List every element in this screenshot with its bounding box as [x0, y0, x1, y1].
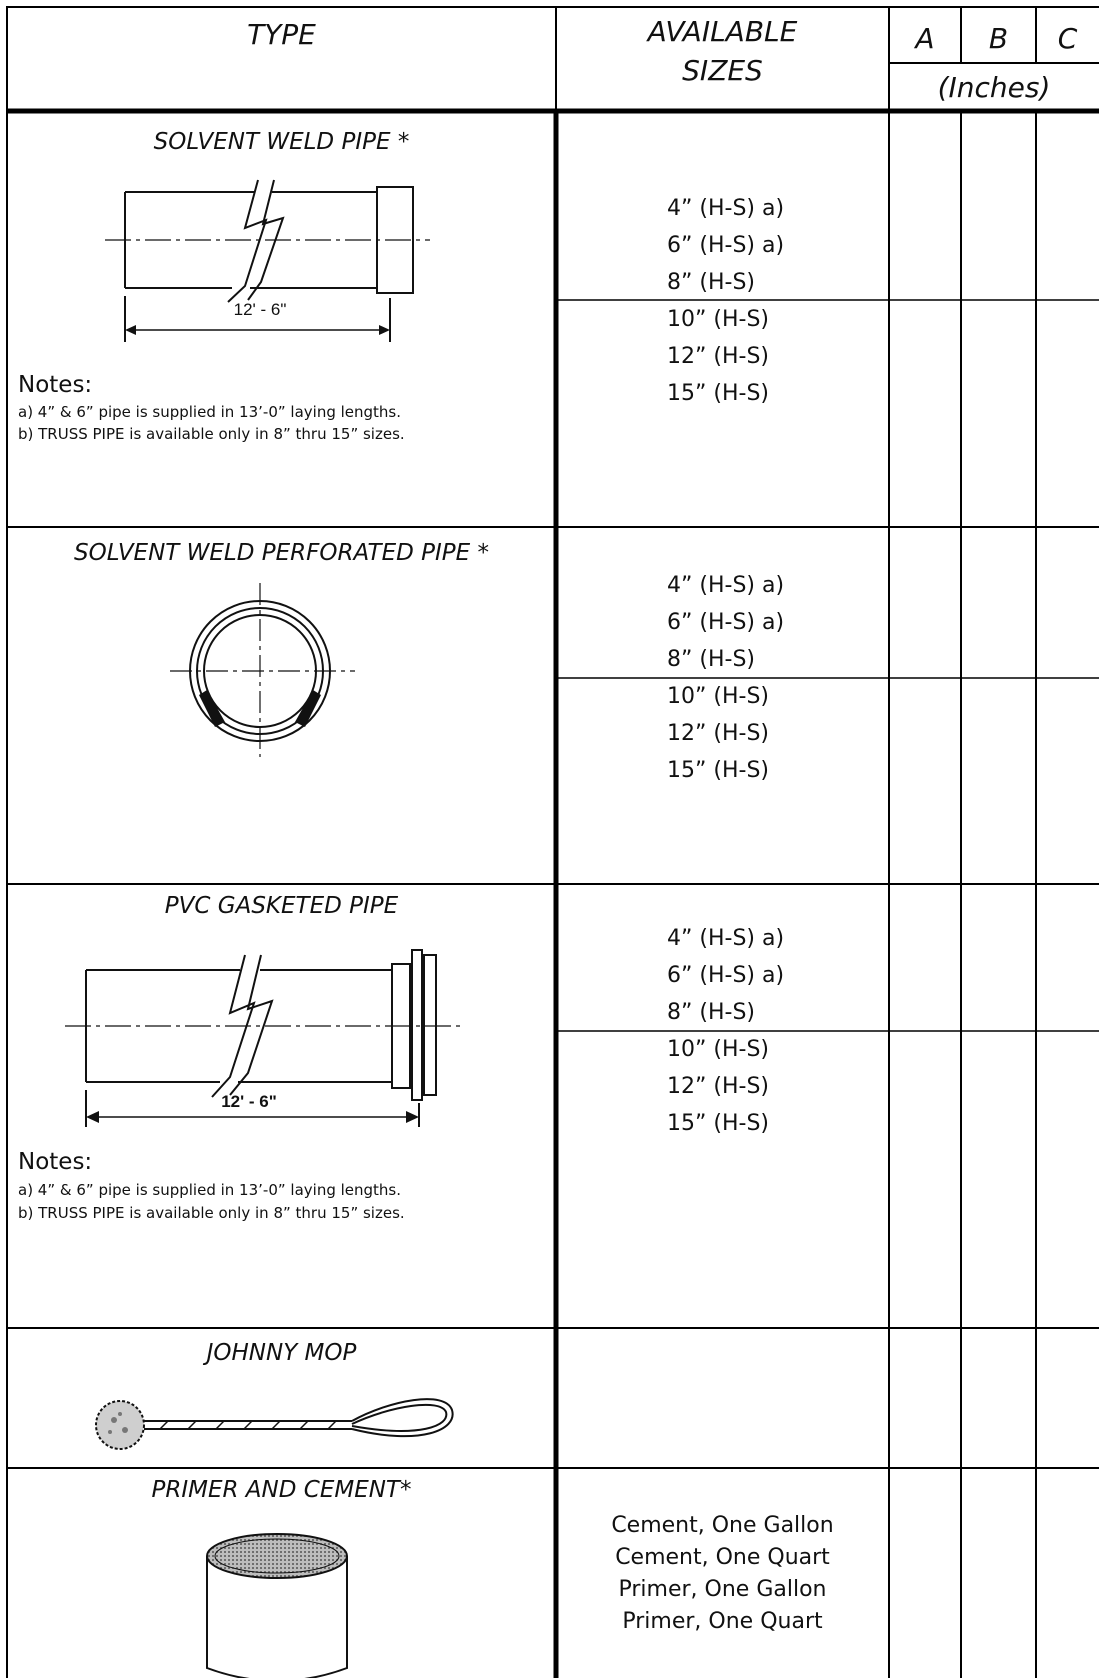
header-type: TYPE — [247, 18, 316, 51]
size-item: 15” (H-S) — [667, 1111, 769, 1136]
size-item: 6” (H-S) a) — [667, 610, 785, 635]
primer-cement-list: Cement, One Gallon Cement, One Quart Pri… — [556, 1510, 889, 1638]
size-item: 6” (H-S) a) — [667, 963, 785, 988]
perforated-pipe-drawing — [170, 583, 355, 757]
header-units: (Inches) — [937, 71, 1051, 104]
supply-item: Primer, One Gallon — [618, 1577, 827, 1602]
notes-title-1: Notes: — [18, 372, 93, 398]
notes-title-3: Notes: — [18, 1149, 93, 1175]
supply-item: Primer, One Quart — [622, 1609, 823, 1634]
dimension-label-1: 12' - 6" — [234, 300, 287, 319]
solvent-weld-pipe-drawing: 12' - 6" — [105, 179, 430, 342]
size-item: 12” (H-S) — [667, 344, 769, 369]
note-b-3: b) TRUSS PIPE is available only in 8” th… — [18, 1204, 405, 1222]
header-available: AVAILABLE — [647, 15, 798, 48]
dimension-label-3: 12' - 6" — [221, 1092, 277, 1111]
pvc-gasketed-pipe-drawing: 12' - 6" — [65, 949, 462, 1127]
size-item: 10” (H-S) — [667, 684, 769, 709]
type-title-perforated-pipe: SOLVENT WELD PERFORATED PIPE * — [73, 540, 489, 566]
type-title-johnny-mop: JOHNNY MOP — [206, 1340, 357, 1366]
type-title-primer-and-cement: PRIMER AND CEMENT* — [151, 1477, 412, 1503]
note-a-1: a) 4” & 6” pipe is supplied in 13’-0” la… — [18, 403, 402, 421]
note-b-1: b) TRUSS PIPE is available only in 8” th… — [18, 425, 405, 443]
size-item: 15” (H-S) — [667, 758, 769, 783]
size-item: 8” (H-S) — [667, 1000, 755, 1025]
size-item: 4” (H-S) a) — [667, 573, 785, 598]
note-a-3: a) 4” & 6” pipe is supplied in 13’-0” la… — [18, 1181, 402, 1199]
primer-can-drawing — [206, 1533, 348, 1678]
header-col-a: A — [915, 22, 935, 55]
type-title-solvent-weld-pipe: SOLVENT WELD PIPE * — [153, 129, 410, 155]
supply-item: Cement, One Gallon — [611, 1513, 834, 1538]
size-item: 8” (H-S) — [667, 270, 755, 295]
size-item: 12” (H-S) — [667, 1074, 769, 1099]
type-title-pvc-gasketed-pipe: PVC GASKETED PIPE — [164, 893, 399, 919]
header-col-b: B — [988, 22, 1009, 55]
header-sizes: SIZES — [682, 54, 763, 87]
size-item: 15” (H-S) — [667, 381, 769, 406]
sizes-list-2: 4” (H-S) a) 6” (H-S) a) 8” (H-S) 10” (H-… — [667, 567, 784, 789]
size-item: 12” (H-S) — [667, 721, 769, 746]
header-col-c: C — [1057, 22, 1078, 55]
size-item: 4” (H-S) a) — [667, 926, 785, 951]
size-item: 10” (H-S) — [667, 1037, 769, 1062]
size-item: 8” (H-S) — [667, 647, 755, 672]
size-item: 6” (H-S) a) — [667, 233, 785, 258]
size-item: 4” (H-S) a) — [667, 196, 785, 221]
johnny-mop-drawing — [95, 1398, 454, 1450]
size-item: 10” (H-S) — [667, 307, 769, 332]
sizes-list-1: 4” (H-S) a) 6” (H-S) a) 8” (H-S) 10” (H-… — [667, 190, 784, 412]
supply-item: Cement, One Quart — [615, 1545, 830, 1570]
sizes-list-3: 4” (H-S) a) 6” (H-S) a) 8” (H-S) 10” (H-… — [667, 920, 784, 1142]
